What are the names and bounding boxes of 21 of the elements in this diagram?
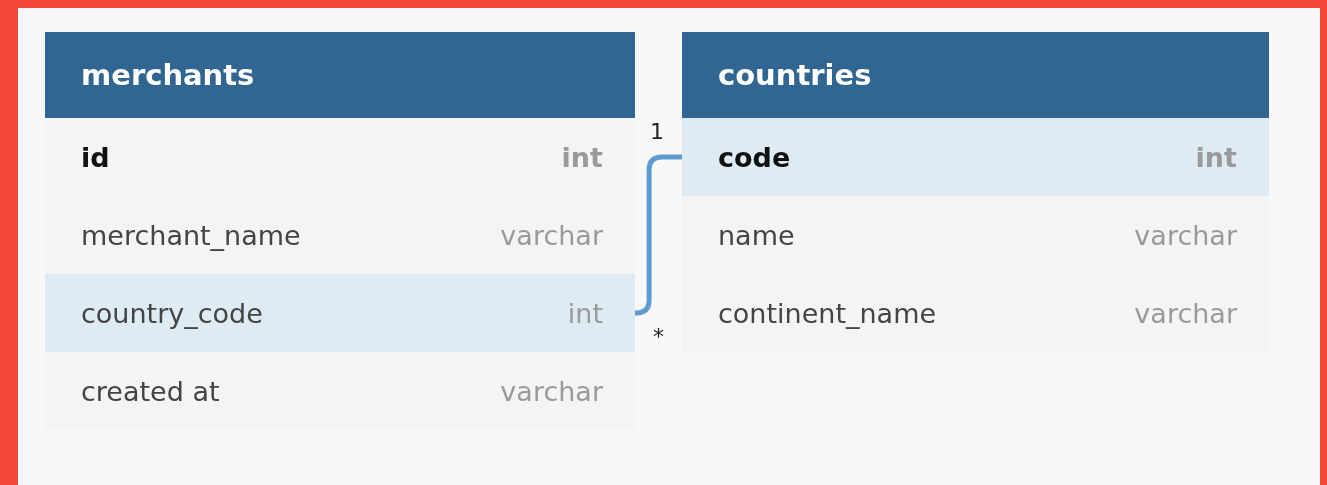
- column-name: continent_name: [718, 297, 937, 329]
- column-name: country_code: [81, 297, 263, 329]
- relationship-line: [633, 154, 682, 316]
- column-name: name: [718, 219, 795, 251]
- column-type: int: [561, 141, 603, 173]
- column-type: varchar: [1134, 219, 1237, 251]
- column-type: int: [1195, 141, 1237, 173]
- table-header: merchants: [45, 32, 635, 118]
- table-header: countries: [682, 32, 1269, 118]
- table-row: [682, 118, 1269, 196]
- cardinality-label: *: [653, 324, 664, 349]
- column-type: varchar: [500, 219, 603, 251]
- table-row: [45, 274, 635, 352]
- column-type: varchar: [1134, 297, 1237, 329]
- column-type: int: [567, 297, 603, 329]
- column-name: merchant_name: [81, 219, 301, 251]
- column-type: varchar: [500, 375, 603, 407]
- column-name: created at: [81, 375, 220, 407]
- cardinality-label: 1: [650, 119, 664, 144]
- column-name: id: [81, 141, 110, 173]
- column-name: code: [718, 141, 791, 173]
